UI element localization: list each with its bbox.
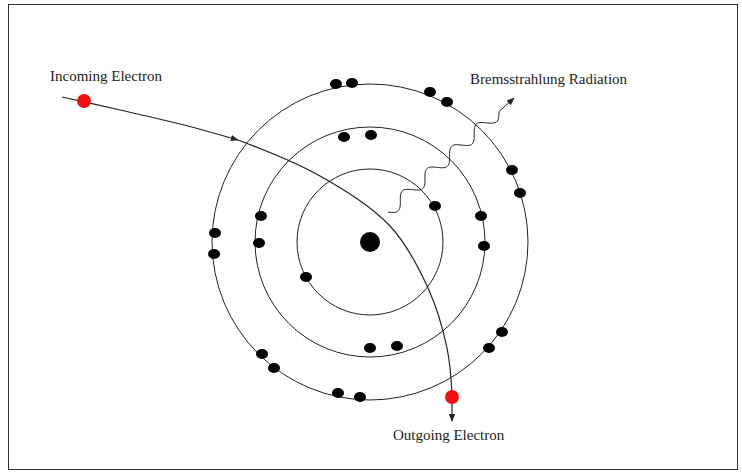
orbital-electron [496,327,508,337]
orbital-electron [365,130,377,140]
text-label: Incoming Electron [48,67,164,85]
orbital-electron [208,249,220,259]
orbital-electron [514,188,526,198]
radiation-wave [388,98,514,212]
orbital-electron [441,97,453,107]
orbital-electron [330,79,342,89]
frame-border [9,5,738,470]
electron-path [238,140,452,394]
orbital-electron [483,343,495,353]
orbital-electron [346,78,358,88]
orbital-electron [429,201,441,211]
free-electron [445,390,459,404]
nucleus [360,232,380,252]
orbital-electron [255,211,267,221]
electron-shell [297,169,443,315]
orbital-electron [478,241,490,251]
orbital-electron [209,228,221,238]
orbital-electron [391,341,403,351]
orbital-electron [354,392,366,402]
free-electron [77,94,91,108]
text-label: Outgoing Electron [391,426,506,444]
orbital-electron [300,272,312,282]
orbital-electron [332,388,344,398]
electron-shell [212,84,528,400]
orbital-electron [424,87,436,97]
orbital-electron [253,238,265,248]
orbital-electron [506,165,518,175]
text-label: Bremsstrahlung Radiation [468,70,629,88]
orbital-electron [338,132,350,142]
orbital-electron [475,211,487,221]
orbital-electron [364,343,376,353]
orbital-electron [256,349,268,359]
orbital-electron [268,363,280,373]
